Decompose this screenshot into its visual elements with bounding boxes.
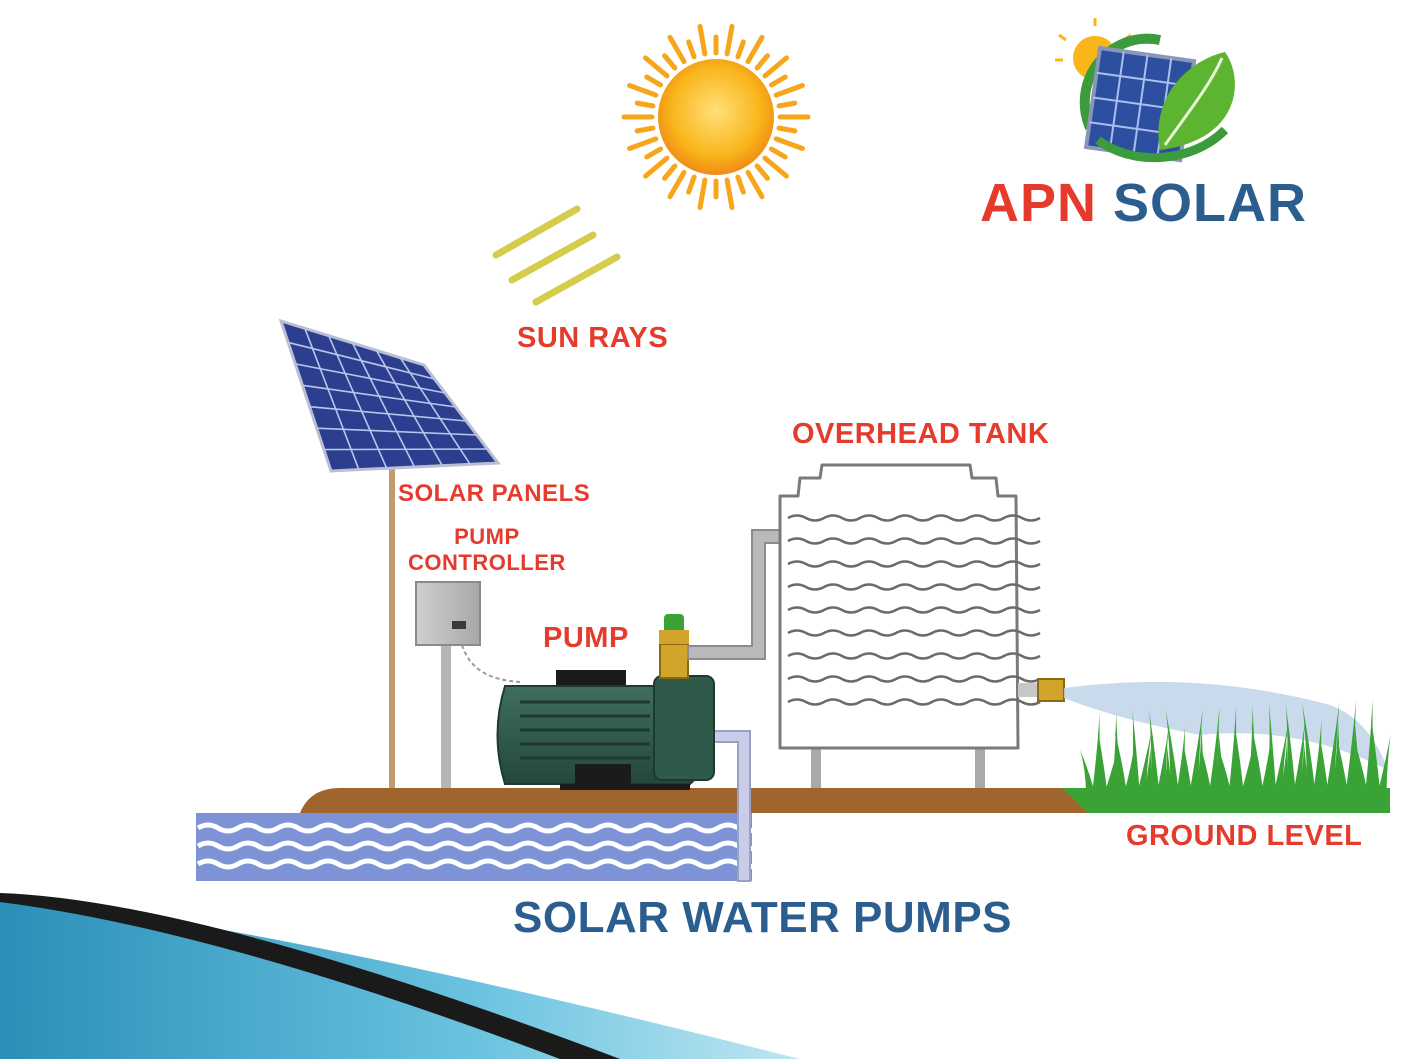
label-pump-controller-line1: PUMP (454, 524, 520, 549)
sun-ray-streaks (492, 205, 621, 306)
diagram-title: SOLAR WATER PUMPS (513, 893, 1013, 942)
label-ground-level: GROUND LEVEL (1126, 820, 1363, 852)
brand-logo-text: APN SOLAR (980, 172, 1307, 234)
corner-swoosh (0, 893, 800, 1059)
label-overhead-tank: OVERHEAD TANK (792, 418, 1050, 450)
brand-apn: APN (980, 173, 1098, 233)
pump-controller (415, 581, 521, 790)
apn-solar-logo-icon (1055, 18, 1235, 163)
delivery-pipe (687, 529, 791, 660)
grass (1080, 699, 1391, 790)
brand-solar: SOLAR (1113, 173, 1308, 233)
pump (496, 614, 715, 790)
label-pump-controller: PUMP CONTROLLER (408, 524, 566, 576)
panel-pole (389, 462, 395, 789)
water-spray (1064, 681, 1388, 770)
overhead-tank (778, 463, 1065, 788)
underground-water (196, 813, 760, 881)
label-solar-panels: SOLAR PANELS (398, 480, 591, 507)
sun-icon (621, 23, 811, 211)
label-pump-controller-line2: CONTROLLER (408, 550, 566, 575)
ground (300, 788, 1390, 813)
label-sun-rays: SUN RAYS (517, 322, 669, 354)
label-pump: PUMP (543, 622, 629, 654)
solar-panel (278, 318, 501, 473)
